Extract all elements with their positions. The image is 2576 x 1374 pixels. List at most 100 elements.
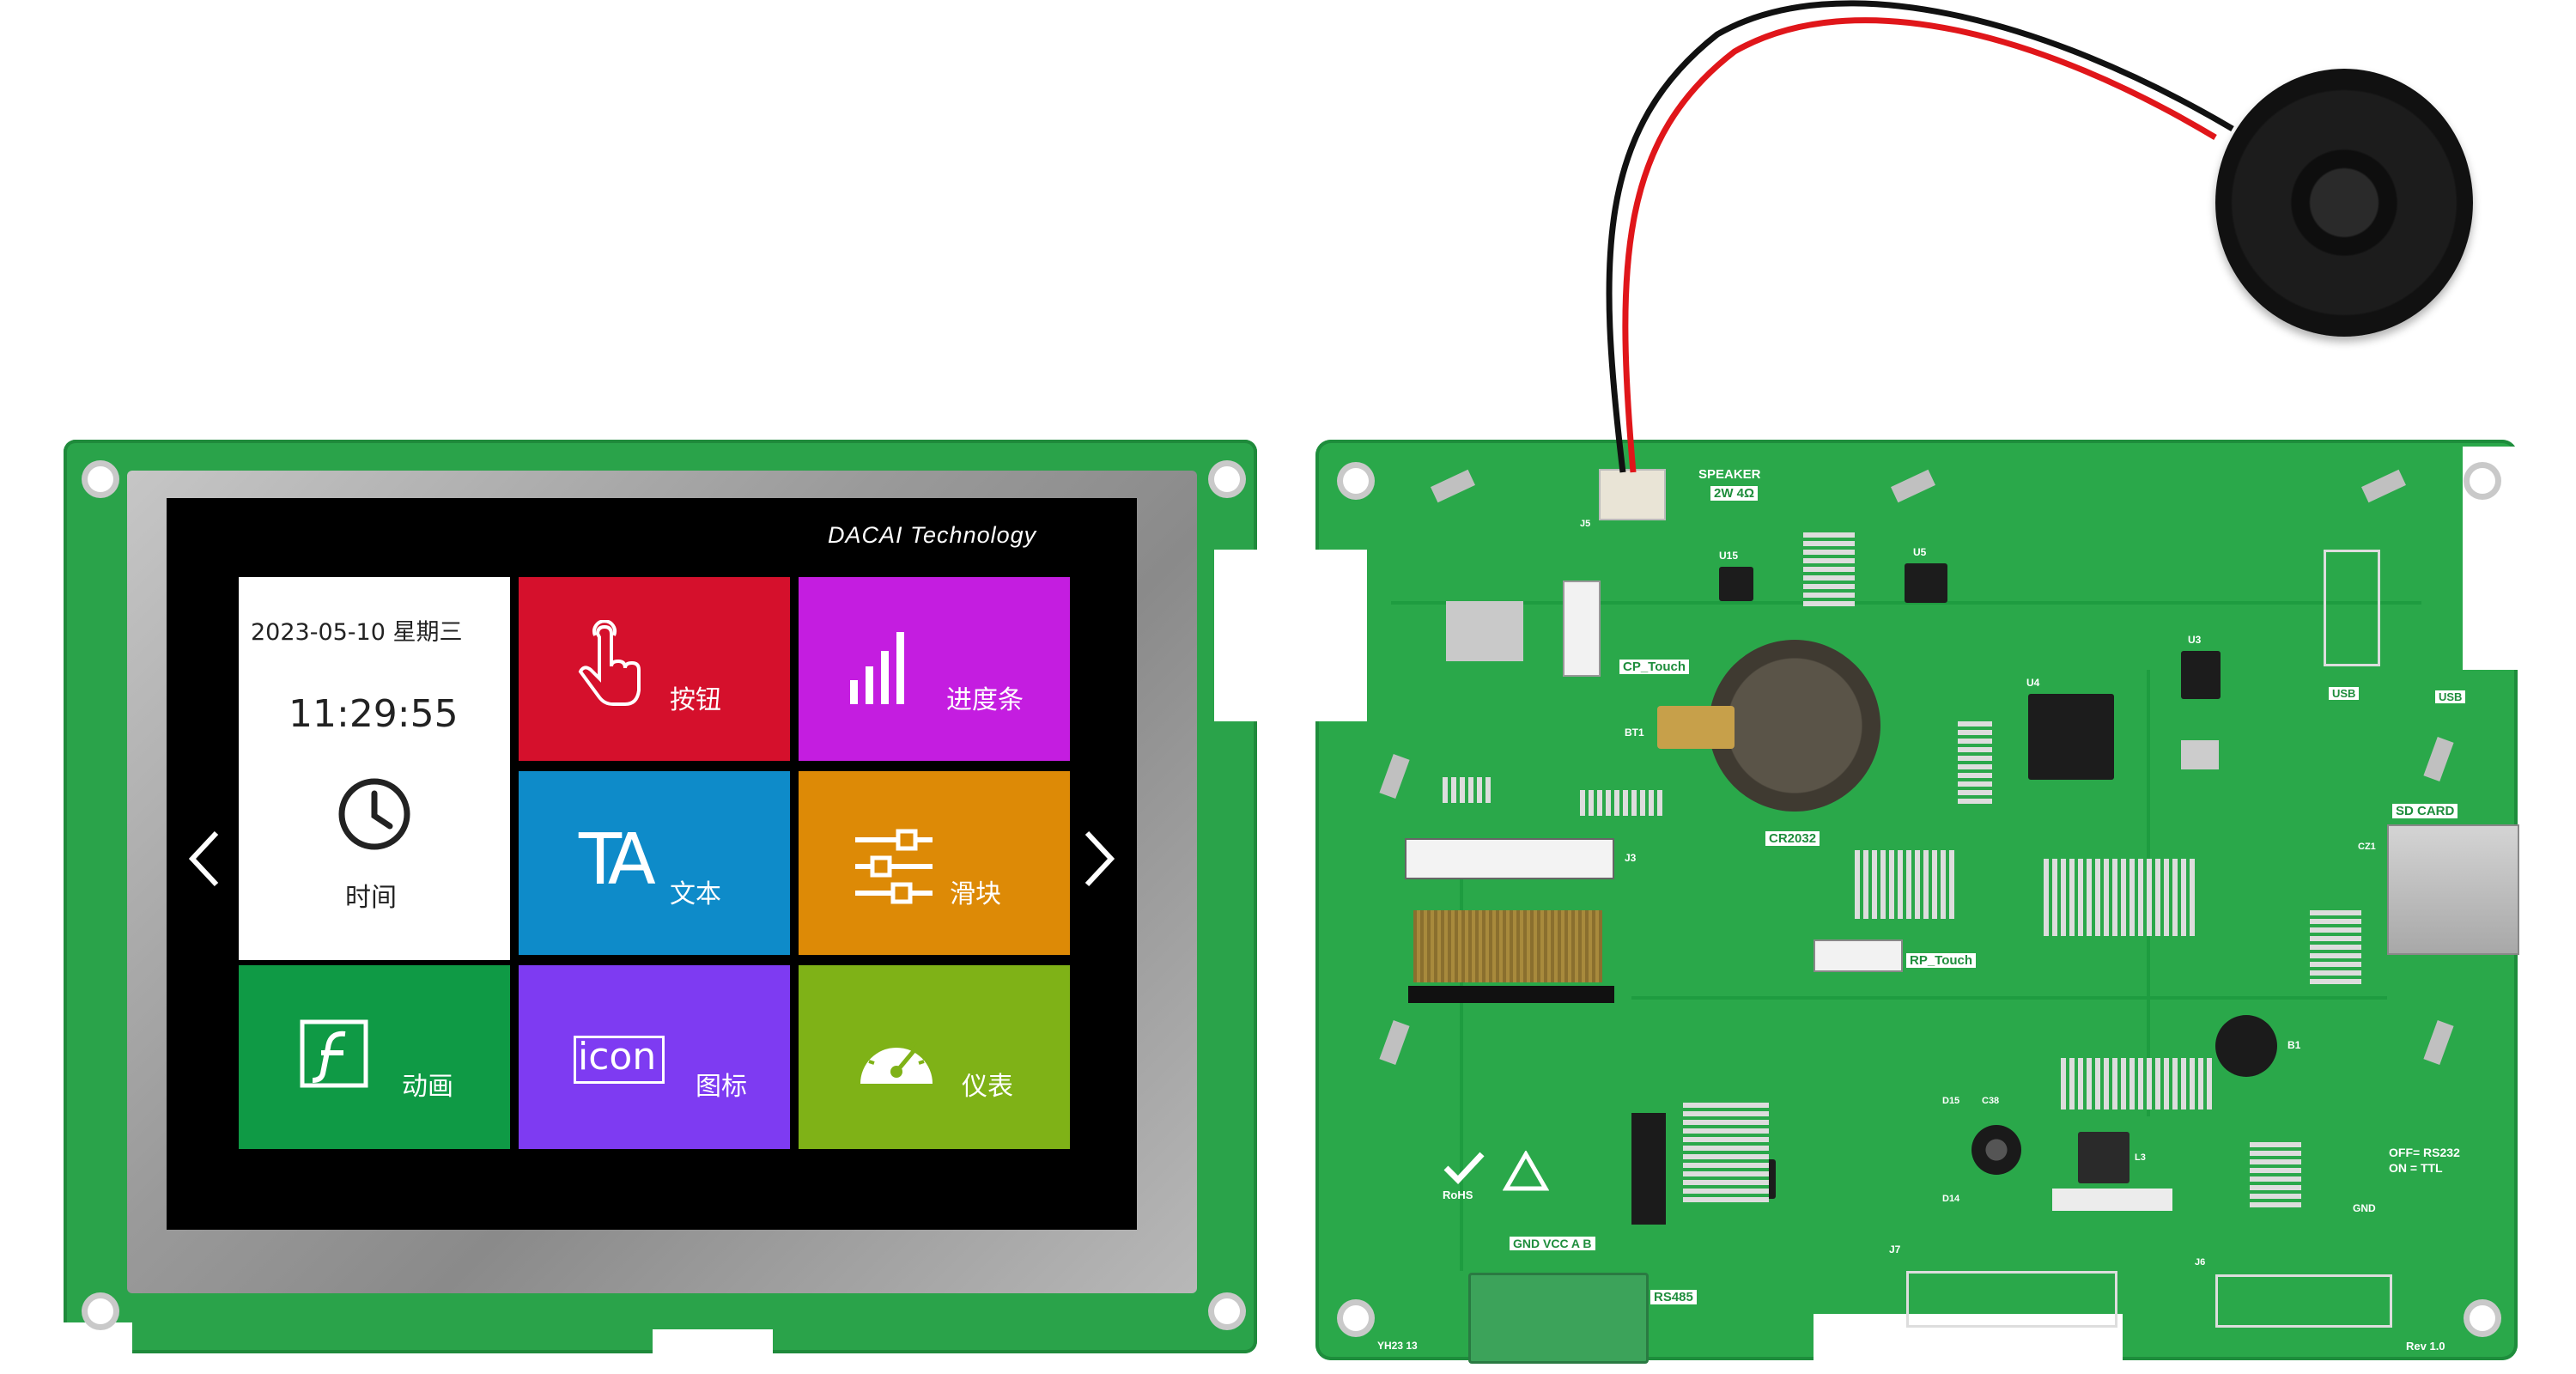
tile-slider-label: 滑块 — [950, 879, 1001, 909]
smd-component — [2052, 1189, 2172, 1211]
icon-word-icon: icon — [574, 1035, 665, 1084]
pointer-hand-icon — [578, 620, 641, 706]
gnd-label: GND — [2353, 1202, 2376, 1214]
mount-hole — [1343, 468, 1369, 494]
serial-mode-2: ON = TTL — [2389, 1161, 2443, 1175]
pcb-trace — [1460, 859, 1463, 1271]
tile-button[interactable]: 按钮 — [519, 577, 790, 761]
smd-component — [2250, 1142, 2301, 1211]
mount-hole — [2470, 1305, 2495, 1331]
tile-slider[interactable]: 滑块 — [799, 771, 1070, 955]
chevron-right-icon[interactable] — [1077, 824, 1120, 893]
c38-label: C38 — [1982, 1096, 2000, 1106]
buzzer — [2215, 1015, 2277, 1077]
tile-progress[interactable]: 进度条 — [799, 577, 1070, 761]
chip-u3 — [2181, 651, 2221, 699]
tile-icon-label: 图标 — [696, 1072, 747, 1102]
rohs-label: RoHS — [1443, 1189, 1473, 1201]
tile-clock-label: 时间 — [345, 883, 397, 913]
tile-clock[interactable]: 2023-05-10 星期三 11:29:55 时间 — [239, 577, 510, 960]
chevron-left-icon[interactable] — [184, 824, 227, 893]
chip-u5 — [1905, 563, 1947, 603]
mount-hole — [88, 466, 113, 492]
smd-component — [1683, 1103, 1769, 1206]
tile-progress-label: 进度条 — [946, 685, 1024, 715]
inductor — [2078, 1132, 2129, 1183]
u4-label: U4 — [2026, 677, 2040, 689]
usb-pads — [2324, 550, 2380, 666]
smd-component — [1803, 532, 1855, 610]
b1-label: B1 — [2287, 1039, 2301, 1051]
cp-touch-connector — [1563, 581, 1601, 677]
j3-label: J3 — [1625, 852, 1637, 864]
smd-component — [2061, 1058, 2215, 1110]
bt1-label: BT1 — [1625, 727, 1644, 739]
lcd-screen: DACAI Technology 2023-05-10 星期三 11:29:55… — [167, 498, 1137, 1230]
smd-component — [2310, 910, 2361, 988]
esd-warning-icon — [1503, 1151, 1549, 1191]
pcb-trace — [1391, 601, 2421, 605]
speaker-spec-label: 2W 4Ω — [1710, 486, 1759, 501]
battery-label: CR2032 — [1765, 831, 1820, 846]
speaker — [2215, 69, 2473, 337]
j5-label: J5 — [1580, 519, 1591, 529]
sd-card-label: SD CARD — [2392, 804, 2458, 818]
tile-button-label: 按钮 — [670, 685, 721, 715]
rp-touch-connector — [1814, 939, 1903, 972]
usb-label-1: USB — [2329, 687, 2360, 700]
u15-label: U15 — [1719, 550, 1739, 562]
tile-icon[interactable]: icon 图标 — [519, 965, 790, 1149]
battery-contact — [1657, 706, 1735, 749]
smd-component — [1958, 721, 1992, 807]
cp-touch-label: CP_Touch — [1619, 660, 1690, 674]
chip-u15 — [1719, 567, 1753, 601]
fpc-slot — [1408, 986, 1614, 1003]
tile-animation[interactable]: 动画 — [239, 965, 510, 1149]
checkmark-icon — [1443, 1152, 1485, 1185]
battery-holder — [1709, 640, 1880, 812]
fpc-connector — [1405, 838, 1614, 879]
tile-animation-label: 动画 — [402, 1072, 453, 1102]
tile-gauge[interactable]: 仪表 — [799, 965, 1070, 1149]
j7-label: J7 — [1889, 1243, 1901, 1255]
tile-text-label: 文本 — [670, 879, 721, 909]
fpc-ribbon — [1413, 910, 1602, 982]
batch-label: YH23 13 — [1377, 1340, 1418, 1352]
rs485-label: RS485 — [1650, 1290, 1697, 1304]
tile-text[interactable]: TA 文本 — [519, 771, 790, 955]
sd-card-slot — [2387, 824, 2519, 955]
j7-connector — [1906, 1271, 2117, 1328]
cz1-label: CZ1 — [2358, 842, 2376, 852]
pins-label: GND VCC A B — [1510, 1237, 1595, 1250]
d15-label: D15 — [1942, 1096, 1960, 1106]
j6-connector — [2215, 1274, 2392, 1328]
gauge-icon — [860, 1034, 933, 1084]
mount-hole — [1214, 466, 1240, 492]
d14-label: D14 — [1942, 1194, 1960, 1204]
smd-component — [1855, 850, 1958, 919]
smd-component — [2044, 859, 2198, 936]
j6-label: J6 — [2195, 1257, 2206, 1268]
rs485-terminal — [1468, 1273, 1649, 1364]
bars-icon — [850, 632, 904, 704]
date-label: 2023-05-10 星期三 — [251, 619, 463, 646]
speaker-wires — [1606, 0, 2234, 473]
mount-hole — [1214, 1298, 1240, 1324]
serial-mode-1: OFF= RS232 — [2389, 1146, 2460, 1159]
l3-label: L3 — [2135, 1152, 2146, 1163]
smd-component — [1631, 1113, 1666, 1225]
pcb-notch — [1315, 550, 1367, 721]
capacitor — [1971, 1125, 2021, 1175]
time-label: 11:29:55 — [289, 692, 459, 736]
mount-hole — [88, 1298, 113, 1324]
pcb-notch — [1814, 1314, 2123, 1365]
u3-label: U3 — [2188, 634, 2202, 646]
mount-hole — [1343, 1305, 1369, 1331]
mount-hole — [2470, 468, 2495, 494]
brand-text: DACAI Technology — [828, 522, 1037, 548]
text-glyph-icon: TA — [579, 819, 656, 901]
pcb-notch — [653, 1329, 773, 1355]
pcb-trace — [1631, 996, 2387, 1000]
rev-label: Rev 1.0 — [2406, 1340, 2445, 1353]
smd-component — [2181, 740, 2219, 769]
